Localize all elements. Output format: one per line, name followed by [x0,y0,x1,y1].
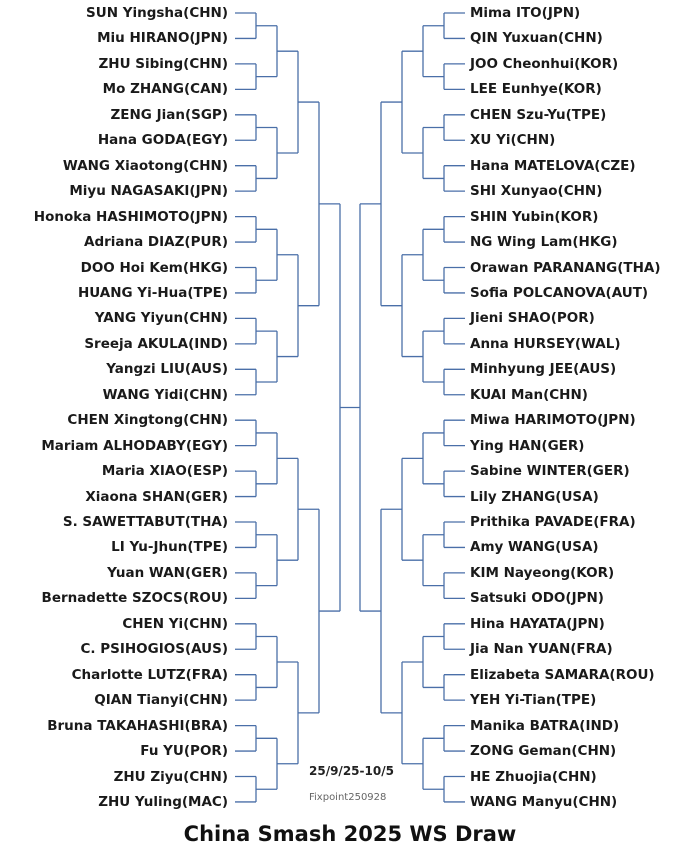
left-player-7: WANG Xiaotong(CHN) [62,157,228,174]
left-player-2: Miu HIRANO(JPN) [97,30,228,47]
left-player-23: Yuan WAN(GER) [107,564,228,581]
right-player-26: Jia Nan YUAN(FRA) [470,641,613,658]
right-player-25: Hina HAYATA(JPN) [470,615,605,632]
left-player-11: DOO Hoi Kem(HKG) [80,259,228,276]
left-player-24: Bernadette SZOCS(ROU) [41,590,228,607]
left-player-20: Xiaona SHAN(GER) [85,488,228,505]
right-player-2: QIN Yuxuan(CHN) [470,30,603,47]
right-player-32: WANG Manyu(CHN) [470,793,618,810]
right-player-14: Anna HURSEY(WAL) [470,335,621,352]
left-player-28: QIAN Tianyi(CHN) [94,692,228,709]
right-player-27: Elizabeta SAMARA(ROU) [470,666,655,683]
left-player-13: YANG Yiyun(CHN) [94,310,228,327]
right-player-17: Miwa HARIMOTO(JPN) [470,412,636,429]
left-player-10: Adriana DIAZ(PUR) [84,234,228,251]
left-player-32: ZHU Yuling(MAC) [98,793,228,810]
event-dates: 25/9/25-10/5 [309,764,394,778]
right-player-1: Mima ITO(JPN) [470,5,581,21]
right-player-12: Sofia POLCANOVA(AUT) [470,284,649,301]
right-player-15: Minhyung JEE(AUS) [470,361,617,378]
right-player-7: Hana MATELOVA(CZE) [470,157,636,174]
left-player-15: Yangzi LIU(AUS) [106,361,228,378]
right-player-30: ZONG Geman(CHN) [470,743,617,760]
right-player-6: XU Yi(CHN) [470,132,556,149]
left-player-29: Bruna TAKAHASHI(BRA) [47,717,228,734]
left-player-4: Mo ZHANG(CAN) [102,81,228,98]
right-player-29: Manika BATRA(IND) [470,717,620,734]
left-player-1: SUN Yingsha(CHN) [86,5,228,21]
left-player-14: Sreeja AKULA(IND) [84,335,228,352]
left-player-27: Charlotte LUTZ(FRA) [71,666,228,683]
left-player-3: ZHU Sibing(CHN) [98,55,228,72]
right-player-13: Jieni SHAO(POR) [470,310,595,327]
left-player-16: WANG Yidi(CHN) [102,386,228,403]
right-player-22: Amy WANG(USA) [470,539,599,556]
right-player-23: KIM Nayeong(KOR) [470,564,615,581]
left-player-22: LI Yu-Jhun(TPE) [111,539,228,556]
right-player-5: CHEN Szu-Yu(TPE) [470,106,607,123]
left-player-17: CHEN Xingtong(CHN) [67,412,228,429]
left-player-19: Maria XIAO(ESP) [101,463,228,480]
page-title: China Smash 2025 WS Draw [183,822,517,846]
left-player-6: Hana GODA(EGY) [97,132,228,149]
left-player-8: Miyu NAGASAKI(JPN) [69,183,228,200]
right-player-16: KUAI Man(CHN) [470,386,588,403]
left-player-21: S. SAWETTABUT(THA) [62,514,228,530]
left-player-26: C. PSIHOGIOS(AUS) [80,641,228,658]
right-player-3: JOO Cheonhui(KOR) [470,55,619,72]
left-player-5: ZENG Jian(SGP) [110,106,229,123]
right-player-31: HE Zhuojia(CHN) [470,768,597,785]
right-player-21: Prithika PAVADE(FRA) [470,514,636,530]
right-player-11: Orawan PARANANG(THA) [470,259,661,276]
right-player-19: Sabine WINTER(GER) [470,463,630,480]
right-player-20: Lily ZHANG(USA) [470,488,599,505]
left-player-18: Mariam ALHODABY(EGY) [41,437,228,454]
right-player-18: Ying HAN(GER) [470,437,585,454]
left-player-31: ZHU Ziyu(CHN) [113,768,228,785]
right-player-24: Satsuki ODO(JPN) [470,590,604,607]
right-player-4: LEE Eunhye(KOR) [470,81,602,98]
right-player-8: SHI Xunyao(CHN) [470,183,603,200]
right-player-28: YEH Yi-Tian(TPE) [470,692,597,709]
left-player-25: CHEN Yi(CHN) [122,615,228,632]
credit-label: Fixpoint250928 [309,792,387,803]
left-player-9: Honoka HASHIMOTO(JPN) [33,208,228,225]
right-player-9: SHIN Yubin(KOR) [470,208,599,225]
right-player-10: NG Wing Lam(HKG) [470,234,618,251]
left-player-12: HUANG Yi-Hua(TPE) [77,284,228,301]
left-player-30: Fu YU(POR) [140,743,228,760]
